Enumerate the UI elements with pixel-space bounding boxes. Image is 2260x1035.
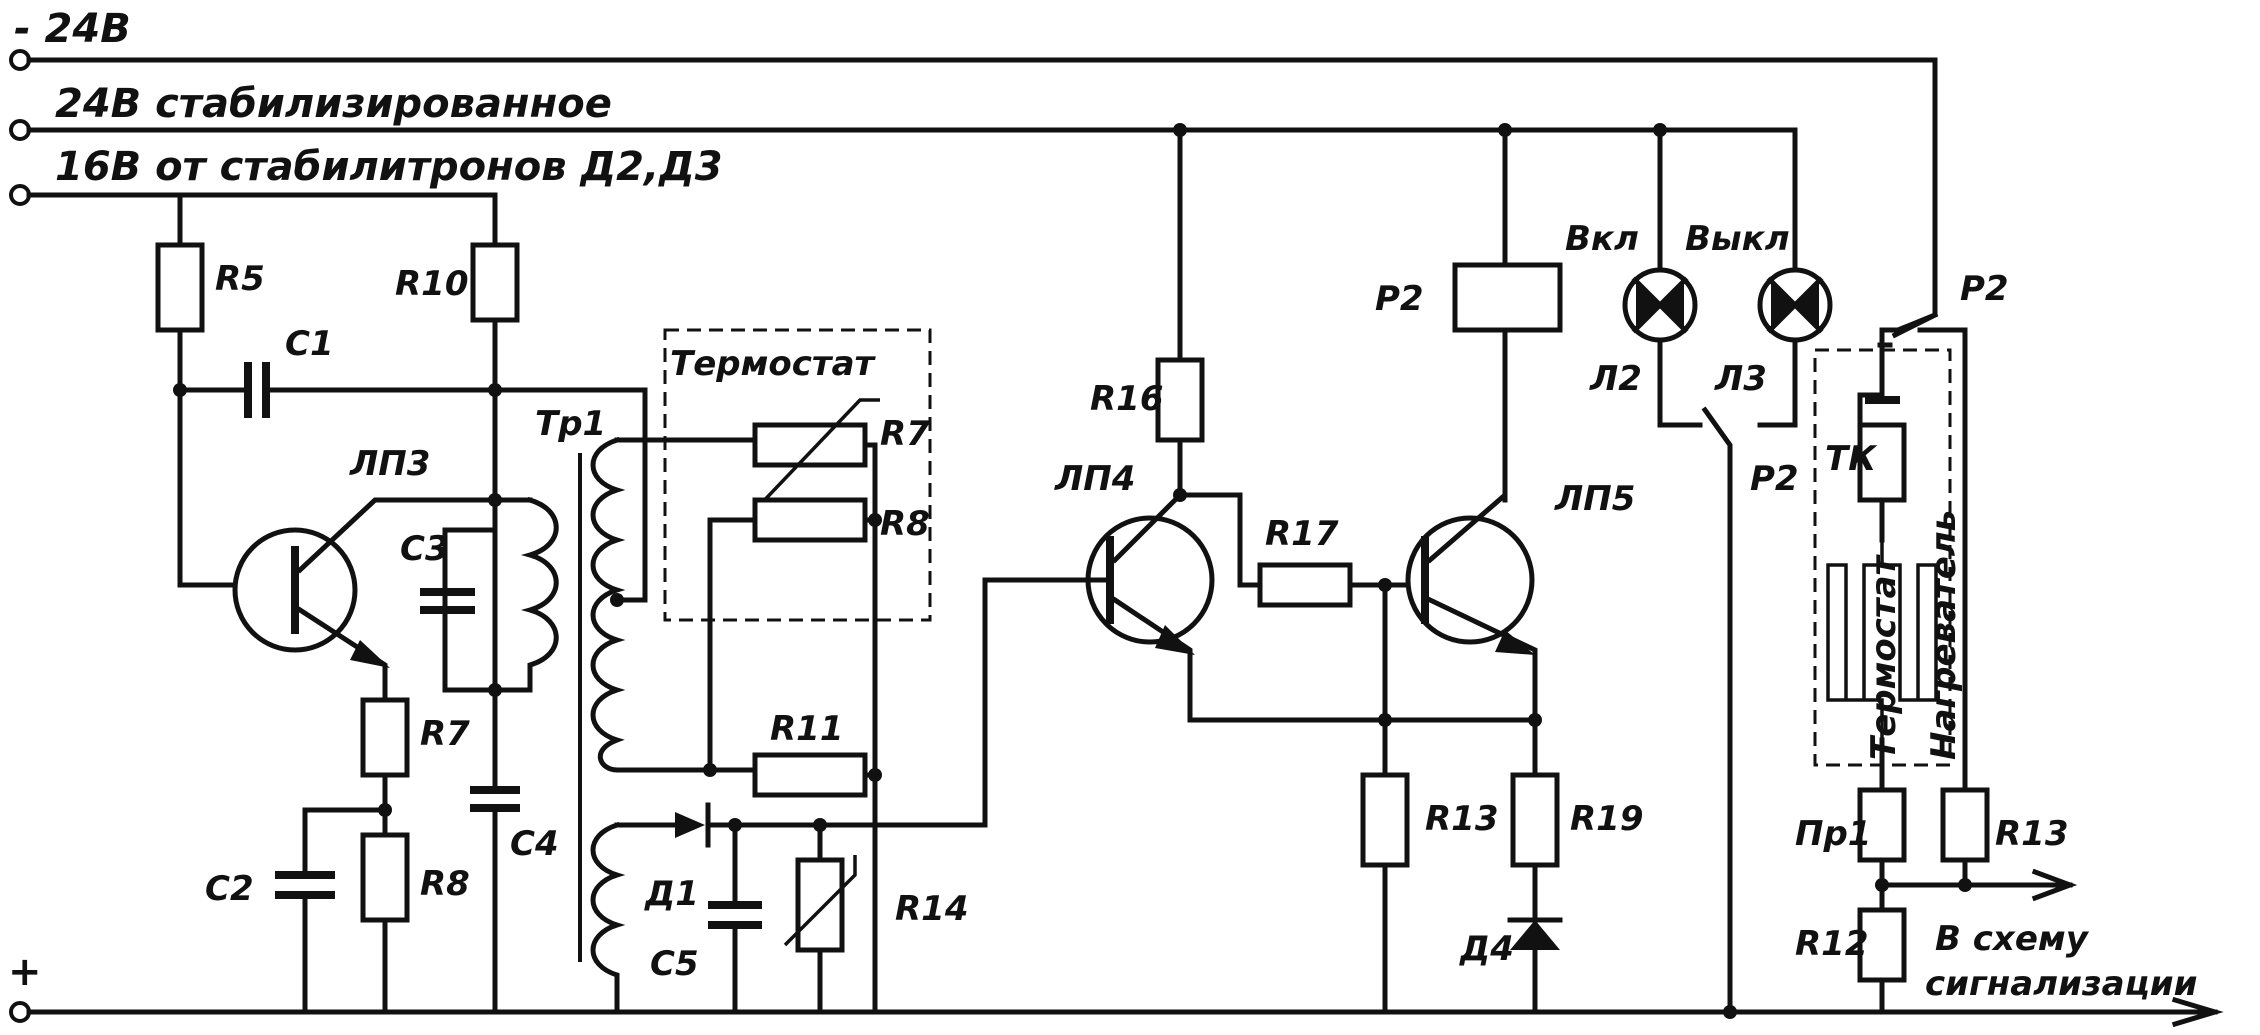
label-r13-mid: R13 bbox=[1425, 799, 1499, 839]
label-c3: C3 bbox=[400, 529, 449, 569]
label-c5: C5 bbox=[650, 944, 699, 984]
label-r13-right: R13 bbox=[1995, 814, 2069, 854]
thermostat-box bbox=[663, 328, 932, 622]
label-r16: R16 bbox=[1090, 379, 1164, 419]
rail-minus-24v-label: - 24В bbox=[14, 6, 131, 52]
label-p2-contact-low: Р2 bbox=[1750, 459, 1799, 499]
resistor-r11 bbox=[752, 752, 868, 798]
label-l3: Л3 bbox=[1714, 359, 1767, 399]
label-lp4: ЛП4 bbox=[1054, 459, 1135, 499]
label-d1: Д1 bbox=[644, 874, 699, 914]
resistor-r13-right bbox=[1940, 787, 1990, 863]
amplifier-stage bbox=[1085, 123, 1563, 1015]
label-tr1: Тр1 bbox=[535, 404, 606, 444]
label-r5: R5 bbox=[215, 259, 265, 299]
label-r19: R19 bbox=[1570, 799, 1644, 839]
thermistor-r14 bbox=[795, 857, 845, 953]
oscillator-stage bbox=[155, 192, 648, 1015]
heater-stage bbox=[1813, 311, 2078, 1015]
label-r10: R10 bbox=[395, 264, 469, 304]
transformer-and-bridge bbox=[578, 328, 932, 1015]
label-r14: R14 bbox=[895, 889, 969, 929]
resistor-r8-bridge bbox=[752, 497, 868, 543]
resistor-r5 bbox=[155, 242, 205, 333]
label-lamp-off: Выкл bbox=[1685, 219, 1790, 259]
label-r7-thermo: R7 bbox=[880, 414, 930, 454]
label-lp3: ЛП3 bbox=[349, 444, 430, 484]
rail-24v-stabilized-label: 24В стабилизированное bbox=[55, 81, 612, 127]
label-thermostat-box: Термостат bbox=[670, 344, 877, 384]
rail-plus-label: + bbox=[8, 949, 42, 995]
label-p2-contact-top: Р2 bbox=[1960, 269, 2009, 309]
label-r8-thermo: R8 bbox=[880, 504, 930, 544]
label-r7-osc: R7 bbox=[420, 714, 470, 754]
resistor-r19 bbox=[1510, 772, 1560, 868]
resistor-r17 bbox=[1257, 562, 1353, 608]
label-c1: C1 bbox=[285, 324, 334, 364]
output-label-line1: В схему bbox=[1935, 919, 2090, 959]
resistor-r7-osc bbox=[360, 697, 410, 778]
label-lp5: ЛП5 bbox=[1554, 479, 1635, 519]
resistor-r8-osc bbox=[360, 832, 410, 923]
resistor-r10 bbox=[470, 242, 520, 323]
label-p2-coil: Р2 bbox=[1375, 279, 1424, 319]
label-r12: R12 bbox=[1795, 924, 1869, 964]
label-r17: R17 bbox=[1265, 514, 1339, 554]
label-c4: C4 bbox=[510, 824, 559, 864]
resistor-r13-mid bbox=[1360, 772, 1410, 868]
label-heater-vertical: Нагреватель bbox=[1924, 510, 1964, 760]
label-pr1: Пр1 bbox=[1795, 814, 1871, 854]
resistor-r16 bbox=[1155, 357, 1205, 443]
rail-16v-label: 16В от стабилитронов Д2,Д3 bbox=[55, 144, 723, 190]
label-d4: Д4 bbox=[1459, 929, 1514, 969]
relay-and-lamps bbox=[1452, 123, 1833, 1019]
relay-coil-p2 bbox=[1452, 262, 1563, 333]
output-label-line2: сигнализации bbox=[1925, 964, 2197, 1004]
label-r8-osc: R8 bbox=[420, 864, 470, 904]
label-c2: C2 bbox=[205, 869, 254, 909]
rectifier-stage bbox=[652, 577, 1093, 1015]
label-tk: ТК bbox=[1825, 439, 1878, 479]
label-thermostat-vertical: Термостат bbox=[1864, 553, 1904, 760]
label-r11: R11 bbox=[770, 709, 844, 749]
label-lamp-on: Вкл bbox=[1565, 219, 1639, 259]
label-l2: Л2 bbox=[1589, 359, 1642, 399]
thermistor-r7 bbox=[752, 422, 868, 468]
